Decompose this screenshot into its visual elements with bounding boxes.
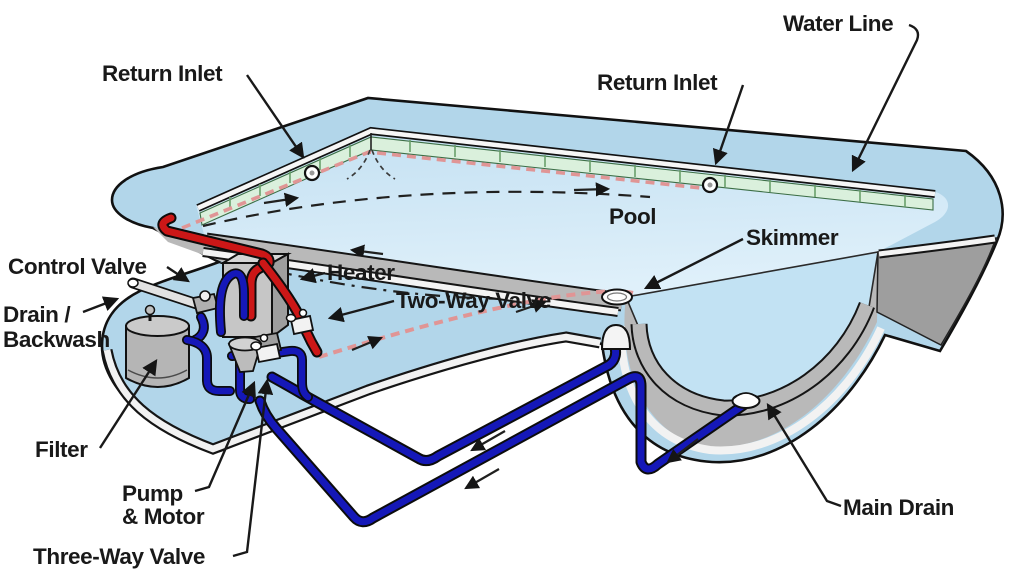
label-three-way-valve: Three-Way Valve (33, 544, 205, 569)
text-labels: Return Inlet Water Line Return Inlet Poo… (3, 11, 954, 569)
leader-skimmer (643, 237, 744, 290)
leader-main-drain (766, 403, 842, 508)
pool-water (196, 129, 949, 297)
main-drain-fitting (731, 392, 761, 409)
label-heater: Heater (327, 260, 395, 285)
equipment-pad-edge (101, 331, 601, 455)
leader-heater (299, 268, 326, 284)
leader-water-line (851, 23, 920, 173)
label-pool: Pool (609, 204, 656, 229)
pool-coping (196, 126, 936, 212)
leader-two-way-valve (327, 299, 395, 323)
filter-tank (125, 304, 190, 388)
leader-return-inlet-left (246, 74, 305, 159)
label-drain-backwash-2: Backwash (3, 327, 110, 352)
label-main-drain: Main Drain (843, 495, 954, 520)
leader-return-inlet-right (712, 84, 745, 166)
label-return-inlet-left: Return Inlet (102, 61, 223, 86)
label-control-valve: Control Valve (8, 254, 147, 279)
label-filter: Filter (35, 437, 88, 462)
pool-corner-seam (346, 133, 396, 180)
label-water-line: Water Line (783, 11, 893, 36)
label-return-inlet-right: Return Inlet (597, 70, 718, 95)
leader-lines (82, 23, 920, 558)
return-inlet-fitting-left (303, 164, 321, 182)
leader-drain-backwash (82, 296, 120, 314)
right-wall-cut-face (876, 234, 998, 346)
return-inlet-fitting-right (701, 176, 719, 194)
suction-pipe-main-drain (254, 371, 751, 528)
two-way-valve-fitting (285, 308, 315, 336)
leader-control-valve (166, 266, 190, 283)
label-skimmer: Skimmer (746, 225, 839, 250)
backwash-drain-pipe (127, 277, 206, 311)
flow-arrows-suction (464, 430, 699, 490)
leader-pump-motor (194, 380, 256, 493)
label-drain-backwash-1: Drain / (3, 302, 71, 327)
flow-arrows-water (263, 182, 611, 259)
label-pump-2: & Motor (122, 504, 205, 529)
skimmer-unit (600, 288, 633, 350)
label-two-way-valve: Two-Way Valve (396, 288, 551, 313)
three-way-valve-fitting (250, 333, 282, 364)
label-pump-1: Pump (122, 481, 183, 506)
suction-pipe-skimmer (266, 338, 622, 467)
leader-three-way-valve (232, 378, 274, 558)
deep-end-bowl (616, 251, 885, 455)
return-pipe-dashed-underground (318, 289, 634, 359)
leader-filter (98, 359, 158, 449)
